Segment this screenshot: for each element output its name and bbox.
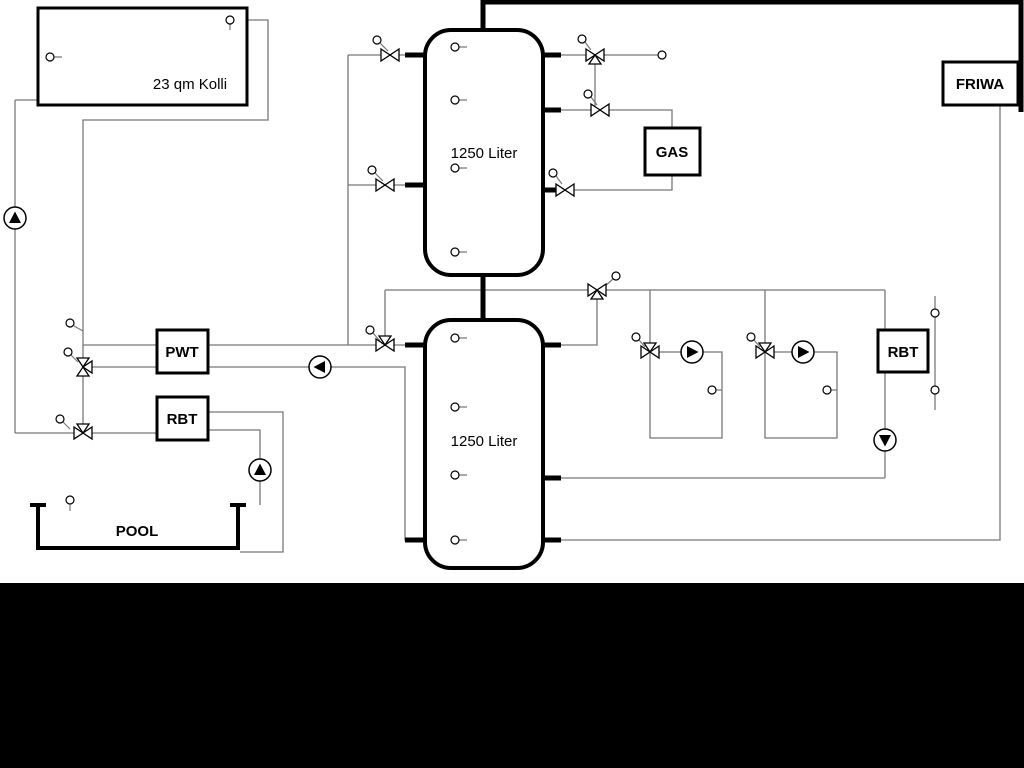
buffer-tank-top[interactable]: 1250 Liter: [423, 28, 545, 277]
sensor-icon: [225, 15, 235, 25]
pump-rbt-right[interactable]: [873, 428, 897, 452]
valve-actuator-icon: [611, 271, 621, 281]
buffer-tank-bottom[interactable]: 1250 Liter: [423, 318, 545, 570]
collector-label: 23 qm Kolli: [153, 76, 227, 93]
pump-solar[interactable]: [3, 206, 27, 230]
valve-gas-supply[interactable]: [583, 89, 610, 117]
heat-exchanger-rbt-right[interactable]: RBT: [876, 328, 930, 374]
valve-actuator-icon: [577, 34, 587, 44]
sensor-icon: [65, 495, 75, 505]
solar-collector[interactable]: 23 qm Kolli: [36, 6, 249, 107]
gas-label: GAS: [656, 144, 689, 161]
friwa-station[interactable]: FRIWA: [941, 60, 1020, 107]
valve-heating-circuit-1[interactable]: [631, 332, 660, 359]
friwa-label: FRIWA: [956, 76, 1004, 93]
sensor-icon: [65, 318, 75, 328]
sensor-icon: [450, 333, 460, 343]
valve-actuator-icon: [583, 89, 593, 99]
heat-exchanger-pwt[interactable]: PWT: [155, 328, 210, 375]
valve-actuator-icon: [63, 347, 73, 357]
valve-actuator-icon: [55, 414, 65, 424]
valve-actuator-icon: [372, 35, 382, 45]
sensor-icon: [657, 50, 667, 60]
pump-tank-charge[interactable]: [308, 355, 332, 379]
sensor-icon: [450, 163, 460, 173]
pump-pool[interactable]: [248, 458, 272, 482]
bottom-black-band: [0, 583, 1024, 768]
sensor-icon: [450, 535, 460, 545]
pipe-network: [14, 19, 1001, 553]
valve-actuator-icon: [548, 168, 558, 178]
pump-heating-circuit-2[interactable]: [791, 340, 815, 364]
tank-bottom-label: 1250 Liter: [451, 433, 518, 450]
sensor-icon: [930, 308, 940, 318]
sensor-icon: [822, 385, 832, 395]
main-pipes-thick: [405, 0, 1024, 543]
valve-heating-circuit-2[interactable]: [746, 332, 775, 359]
pool-label: POOL: [116, 523, 159, 540]
sensor-icon: [450, 470, 460, 480]
sensor-icon: [45, 52, 55, 62]
sensor-icon: [450, 247, 460, 257]
rbt-left-label: RBT: [167, 411, 198, 428]
pump-heating-circuit-1[interactable]: [680, 340, 704, 364]
sensor-icon: [450, 402, 460, 412]
sensor-icon: [450, 42, 460, 52]
sensor-icon: [930, 385, 940, 395]
gas-boiler[interactable]: GAS: [643, 126, 702, 177]
valve-actuator-icon: [746, 332, 756, 342]
valve-heating-manifold[interactable]: [587, 271, 621, 300]
valve-actuator-icon: [367, 165, 377, 175]
tank-top-label: 1250 Liter: [451, 145, 518, 162]
sensor-icon: [707, 385, 717, 395]
rbt-right-label: RBT: [888, 344, 919, 361]
sensor-stub-lines: [54, 24, 837, 541]
pwt-label: PWT: [165, 344, 198, 361]
heat-exchanger-rbt-left[interactable]: RBT: [155, 395, 210, 442]
valve-solar-pool[interactable]: [55, 414, 93, 440]
valve-actuator-icon: [365, 325, 375, 335]
sensor-icon: [450, 95, 460, 105]
valve-actuator-icon: [631, 332, 641, 342]
pool-basin[interactable]: POOL: [30, 503, 246, 550]
valve-tank-bottom-charge[interactable]: [365, 325, 395, 352]
